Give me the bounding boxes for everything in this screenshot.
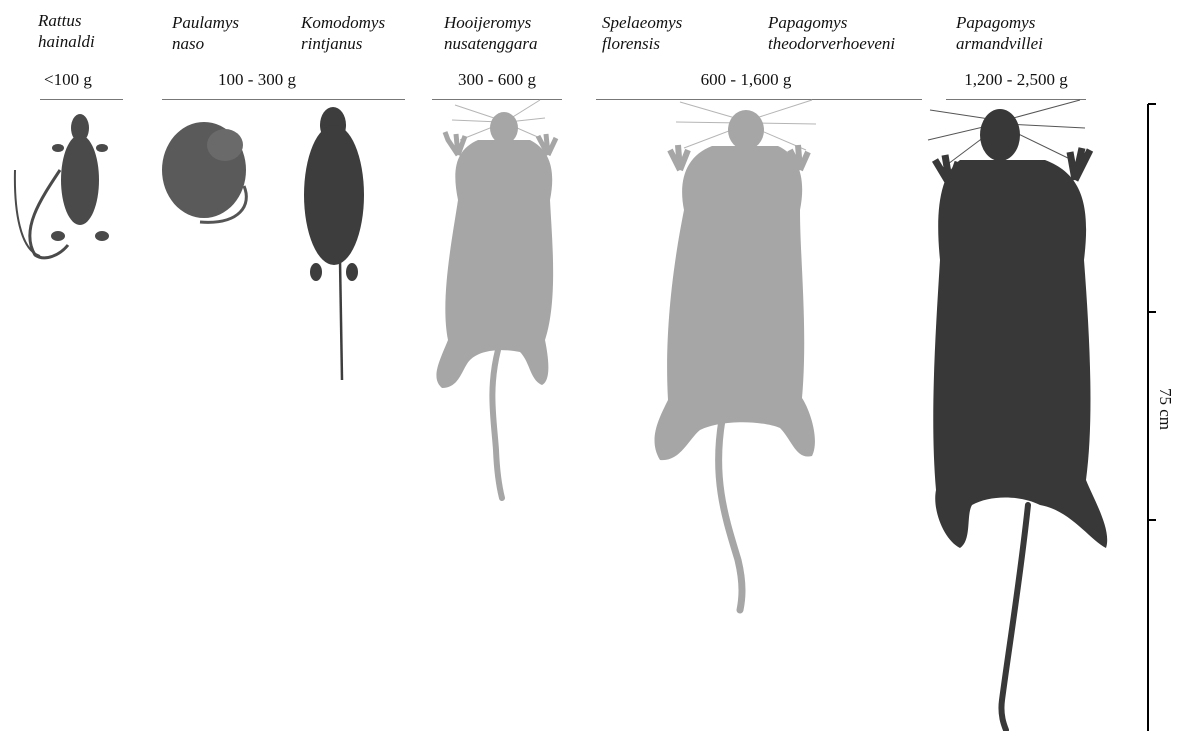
rattus-hainaldi-specimen <box>15 114 109 258</box>
papagomys-armandvillei-specimen <box>928 100 1107 730</box>
spelaeomys-florensis-silhouette <box>655 100 816 610</box>
komodomys-rintjanus-specimen <box>304 107 364 380</box>
hooijeromys-nusatenggara-silhouette <box>436 100 556 498</box>
paulamys-naso-specimen <box>162 122 246 222</box>
scale-bar-label: 75 cm <box>1155 388 1175 430</box>
